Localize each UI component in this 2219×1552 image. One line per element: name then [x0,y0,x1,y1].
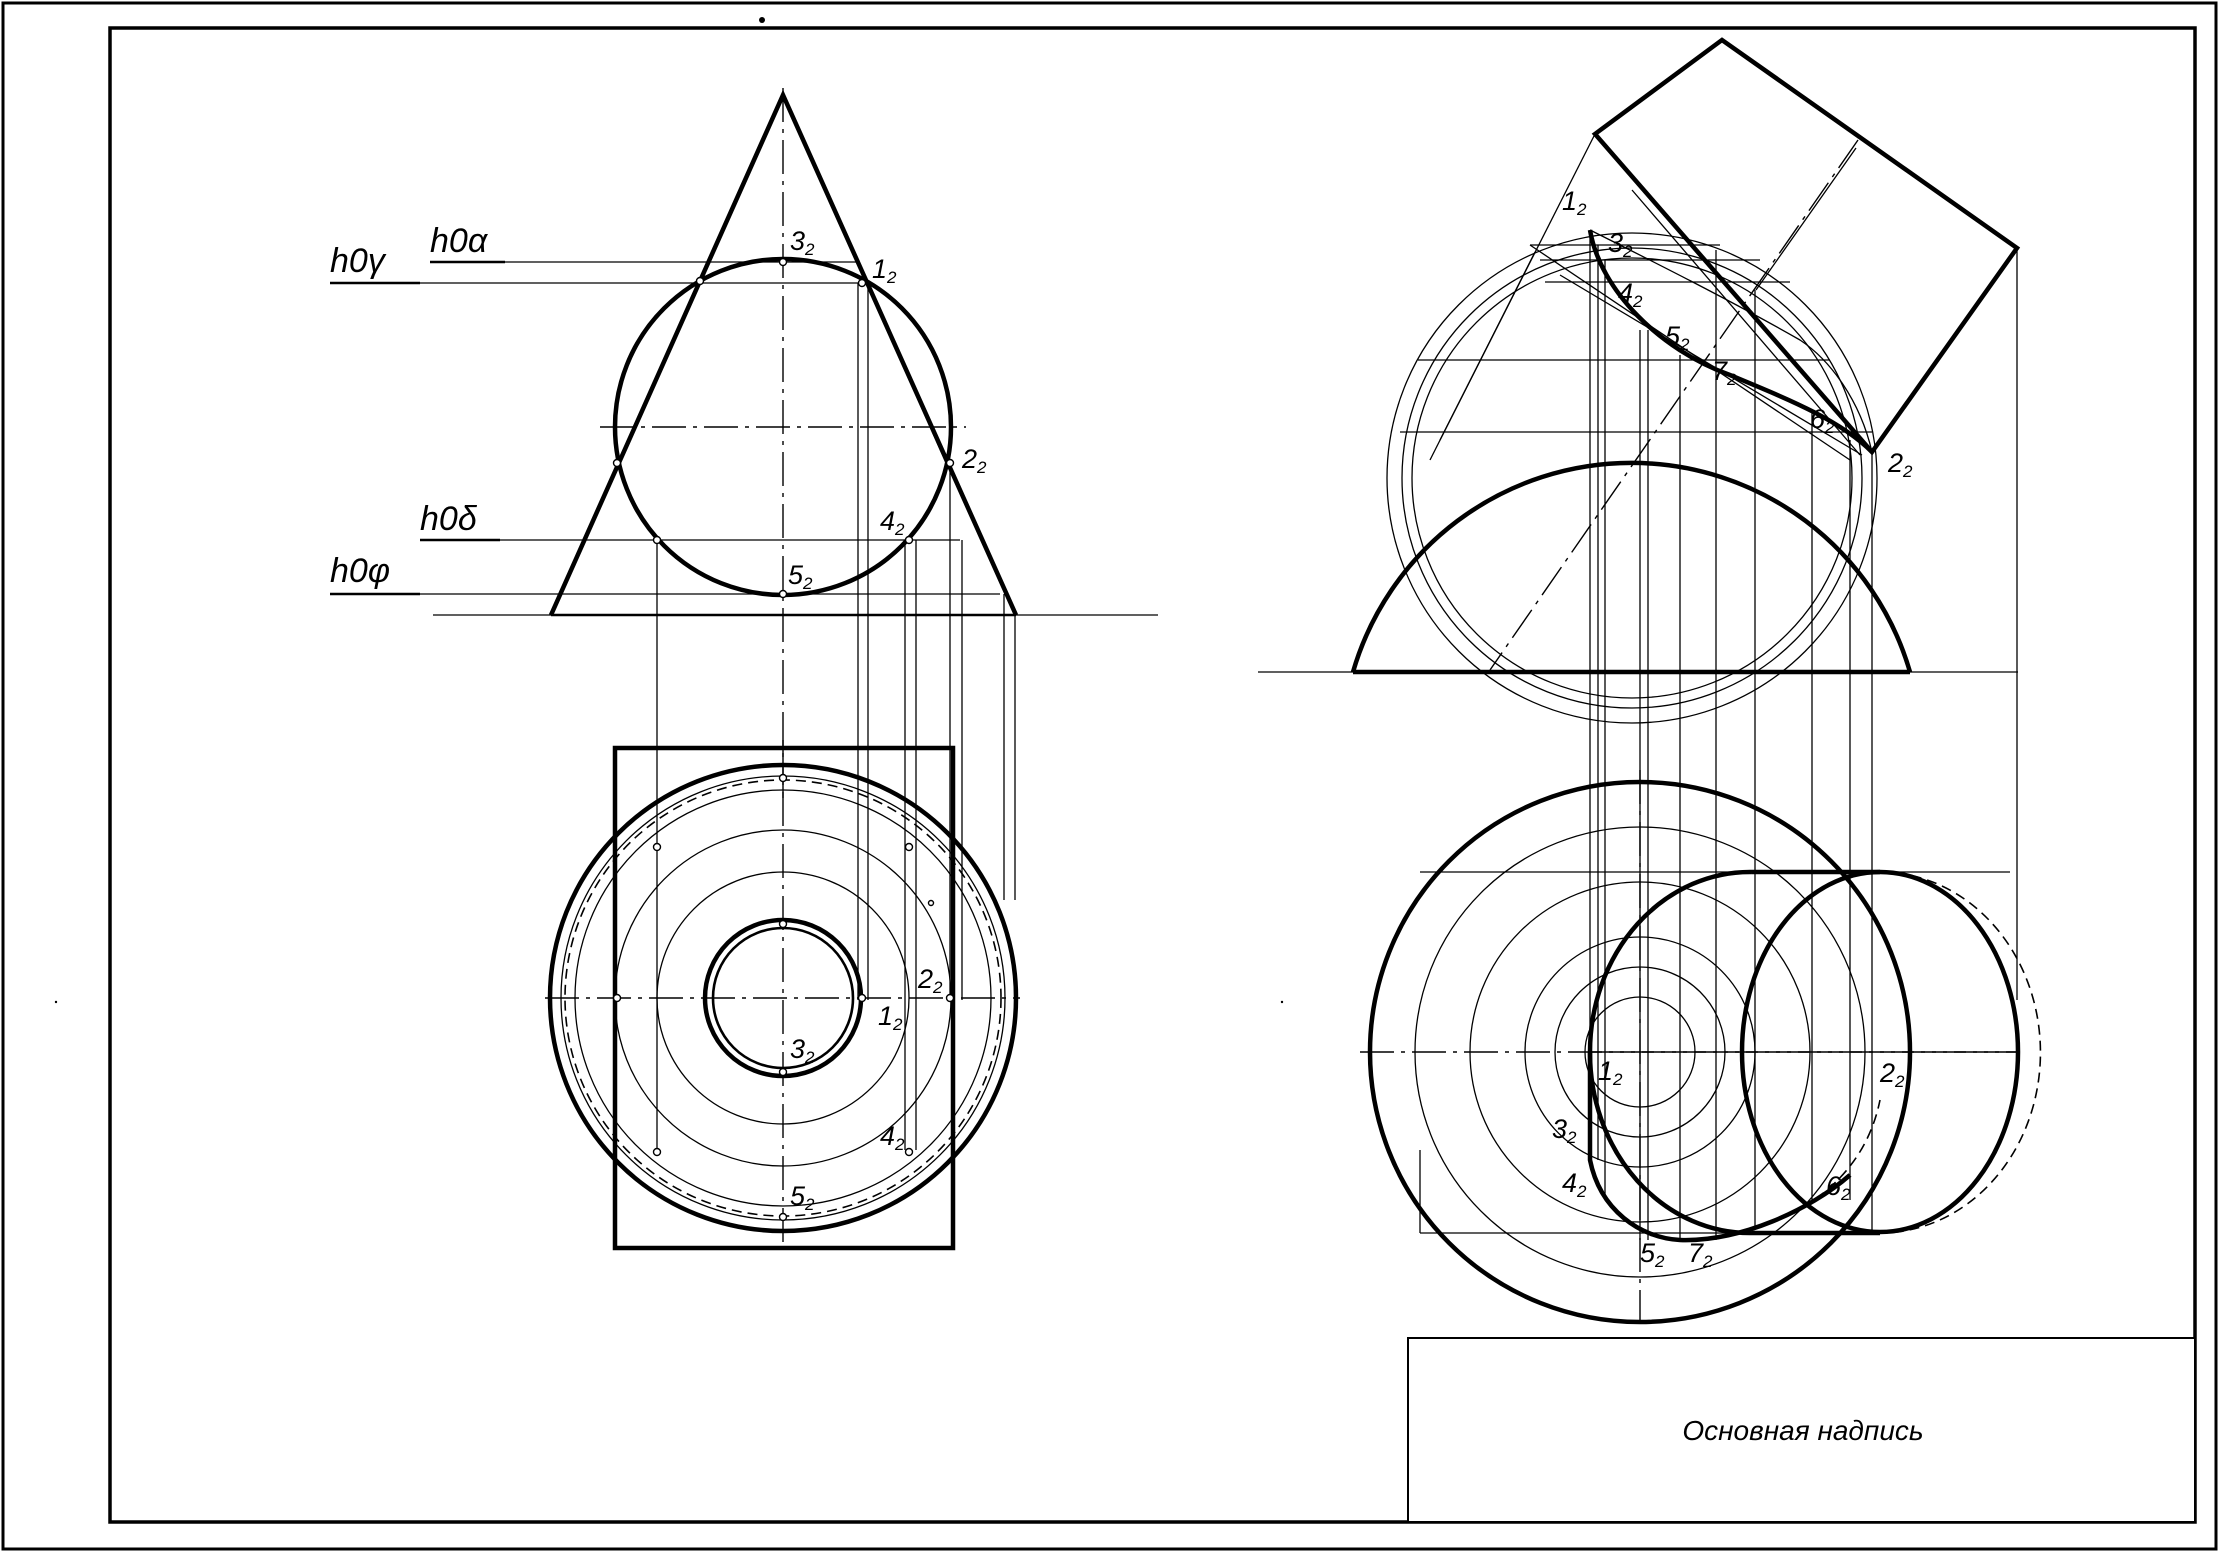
stray-mark-left [54,1000,58,1004]
label-rt-1: 12 [1598,1056,1623,1089]
label-front-2: 22 [961,444,987,477]
label-top-3: 32 [790,1034,815,1067]
right-projection-lines [1589,232,2018,1240]
label-front-1: 12 [872,254,897,287]
point-4-front [904,535,914,545]
label-rt-5: 52 [1640,1238,1665,1271]
cone-generatrix-left [619,280,701,464]
label-front-5: 52 [788,560,813,593]
label-rt-2: 22 [1879,1058,1905,1091]
label-rf-4: 42 [1618,278,1643,311]
label-rf-3: 32 [1608,228,1633,261]
label-top-2: 22 [917,964,943,997]
left-front-view: h0γ h0α h0δ h0φ 32 12 22 42 52 [330,88,1158,1150]
top-point-5 [778,1212,788,1222]
trace-label-h0alpha: h0α [430,222,489,260]
top-point-1 [857,993,867,1003]
label-rt-7: 72 [1688,1238,1713,1271]
top-point-4-left [652,1147,662,1157]
sphere-circle-b [1401,247,1863,709]
sphere-circle-c [1411,257,1853,699]
label-front-4: 42 [880,506,905,539]
label-rf-1: 12 [1562,186,1587,219]
point-2-mirror [612,458,622,468]
top-point-2 [945,993,955,1003]
right-top-construction [1419,871,2010,1234]
left-projection-lines [656,283,1016,1150]
label-rt-6: 62 [1826,1171,1851,1204]
top-point-c [778,919,788,929]
top-point-a [652,842,662,852]
trace-label-h0phi: h0φ [330,552,390,590]
point-3-front [778,257,788,267]
point-5-front [778,589,788,599]
top-point-small [927,899,935,907]
stray-mark-top [759,17,765,23]
top-point-3 [778,1067,788,1077]
label-rt-3: 32 [1552,1114,1577,1147]
point-1-front [857,278,867,288]
right-top-view: 12 22 32 42 62 52 72 [1360,770,2042,1330]
label-rt-4: 42 [1562,1168,1587,1201]
label-top-1: 12 [878,1001,903,1034]
cylinder-axis [1489,139,1859,671]
drawing-frame [108,26,2197,1524]
top-point-b [904,842,914,852]
intersection-curve-top-dashed [1679,1099,1881,1241]
trace-label-h0delta: h0δ [420,500,478,538]
point-gamma-left [695,276,705,286]
top-point-3-upper [778,773,788,783]
intersection-curve-back [1589,229,1873,453]
stray-mark-right [1280,1000,1284,1004]
left-top-view: 22 12 32 42 52 [545,740,1020,1251]
label-rf-5: 52 [1665,321,1690,354]
label-top-4: 42 [880,1121,905,1154]
cylinder-inner-edge [1755,147,1857,291]
label-front-3: 32 [790,226,815,259]
title-block-frame [1407,1337,2196,1523]
intersection-curve [1587,229,1874,454]
top-point-4 [904,1147,914,1157]
label-rf-2: 22 [1887,448,1913,481]
cone-generatrix-right [865,280,947,464]
trace-label-h0gamma: h0γ [330,242,387,280]
label-rf-6: 62 [1810,404,1835,437]
label-rf-7: 72 [1712,356,1737,389]
title-block: Основная надпись [1407,1337,2196,1523]
title-block-label: Основная надпись [1682,1415,1923,1446]
point-4-mirror [652,535,662,545]
inclined-cylinder [1591,37,2021,456]
sphere-circle-a [1386,232,1878,724]
point-2-front [945,458,955,468]
top-point-mid-left [612,993,622,1003]
cylinder-top-dashed-end [1879,871,2042,1234]
label-top-5: 52 [790,1181,815,1214]
hemisphere-outline [1350,460,1913,673]
right-front-view: 12 32 42 52 72 62 22 [1258,37,2021,1240]
